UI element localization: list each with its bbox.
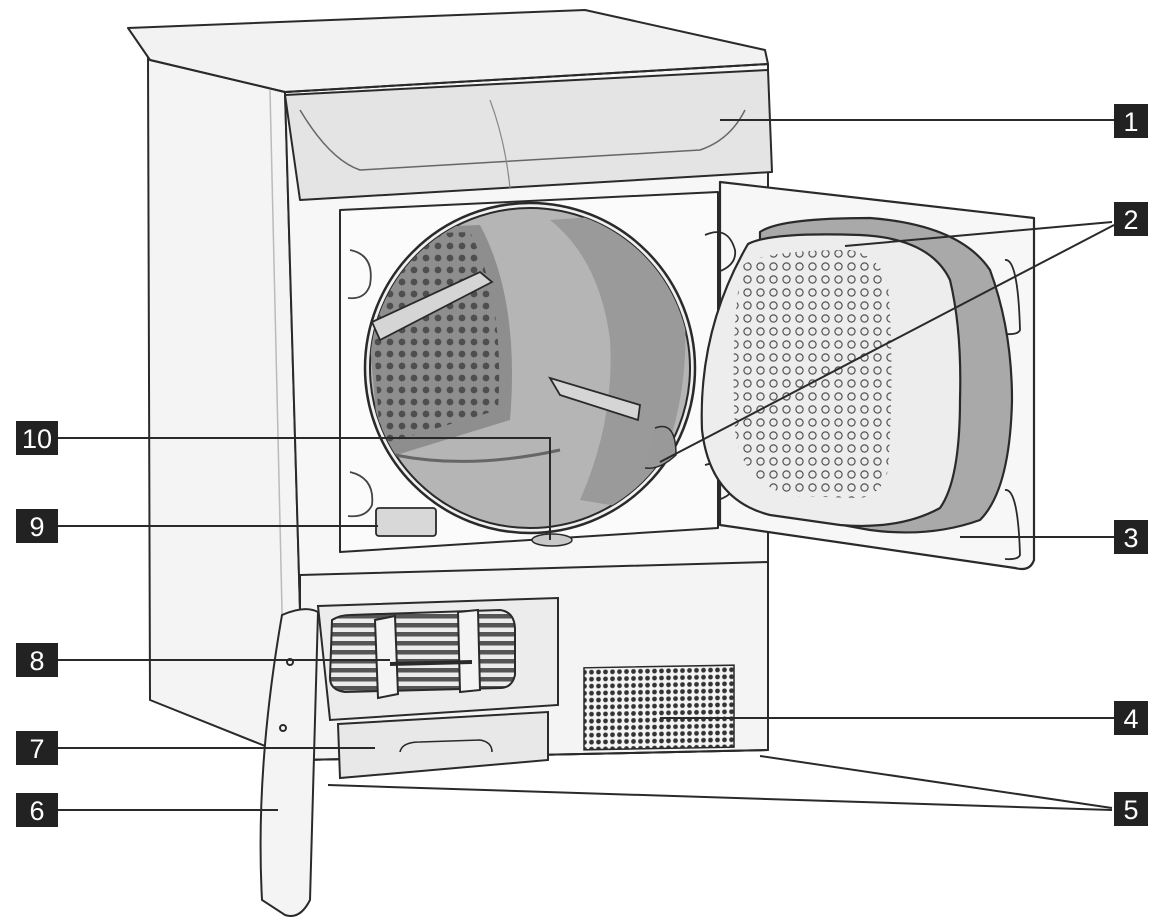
leader-5a bbox=[759, 755, 1113, 809]
filter-handle-left bbox=[373, 614, 400, 700]
plinth-cover bbox=[259, 608, 320, 917]
callout-3: 3 bbox=[1114, 520, 1148, 554]
callout-2: 2 bbox=[1114, 202, 1148, 236]
leader-10 bbox=[58, 437, 551, 540]
callout-9-label: 9 bbox=[29, 512, 44, 542]
callout-10: 10 bbox=[16, 421, 58, 455]
vent-grille bbox=[583, 664, 735, 751]
callout-8: 8 bbox=[16, 643, 58, 677]
door bbox=[700, 180, 1036, 571]
callout-7-label: 7 bbox=[29, 734, 44, 764]
callout-4: 4 bbox=[1114, 701, 1148, 735]
drum-paddle-left bbox=[370, 270, 494, 342]
callout-1: 1 bbox=[1114, 104, 1148, 138]
callout-6: 6 bbox=[16, 793, 58, 827]
callout-9: 9 bbox=[16, 509, 58, 543]
callout-5-label: 5 bbox=[1123, 795, 1138, 825]
callout-2-label: 2 bbox=[1123, 205, 1138, 235]
heat-exchanger bbox=[328, 608, 516, 694]
leader-5b bbox=[327, 784, 1113, 811]
callout-8-label: 8 bbox=[29, 646, 44, 676]
leader-2b bbox=[659, 224, 1115, 463]
callout-6-label: 6 bbox=[29, 796, 44, 826]
lower-compartment bbox=[259, 596, 735, 917]
callouts: 1 2 3 4 5 6 7 8 bbox=[16, 104, 1148, 827]
callout-5: 5 bbox=[1114, 792, 1148, 826]
drum bbox=[363, 201, 697, 547]
leader-2a bbox=[844, 221, 1113, 247]
callout-4-label: 4 bbox=[1123, 704, 1138, 734]
door-sensor bbox=[531, 533, 573, 547]
callout-10-label: 10 bbox=[22, 424, 52, 454]
drum-paddle-right bbox=[548, 376, 641, 422]
filter-handle-right bbox=[456, 608, 482, 694]
leader-lines bbox=[58, 119, 1115, 811]
water-container bbox=[336, 710, 549, 780]
callout-7: 7 bbox=[16, 731, 58, 765]
rating-plate bbox=[375, 507, 437, 537]
callout-1-label: 1 bbox=[1123, 107, 1138, 137]
callout-3-label: 3 bbox=[1123, 523, 1138, 553]
